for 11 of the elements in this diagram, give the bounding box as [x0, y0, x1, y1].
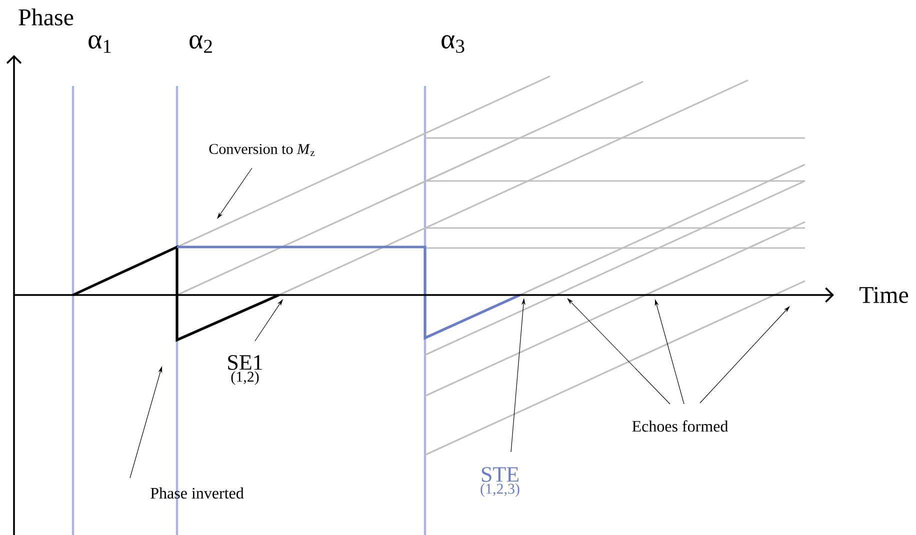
pulse-label: α$_{3}$ [442, 35, 464, 53]
axis-label: Time [860, 286, 908, 304]
annotation-text: Echoes formed [632, 420, 728, 432]
annotation-text: SE1 (1,2) [228, 355, 262, 385]
axis-label: Phase [18, 8, 74, 26]
annotation-text: STE (1,2,3) [480, 467, 520, 497]
pulse-label: α$_{2}$ [190, 35, 212, 53]
pulse-label: α$_{1}$ [88, 35, 111, 53]
annotation-text: Phase inverted [150, 487, 244, 499]
annotation-text: Conversion to M$_{z}$ [209, 144, 315, 156]
leader-line [567, 298, 670, 404]
